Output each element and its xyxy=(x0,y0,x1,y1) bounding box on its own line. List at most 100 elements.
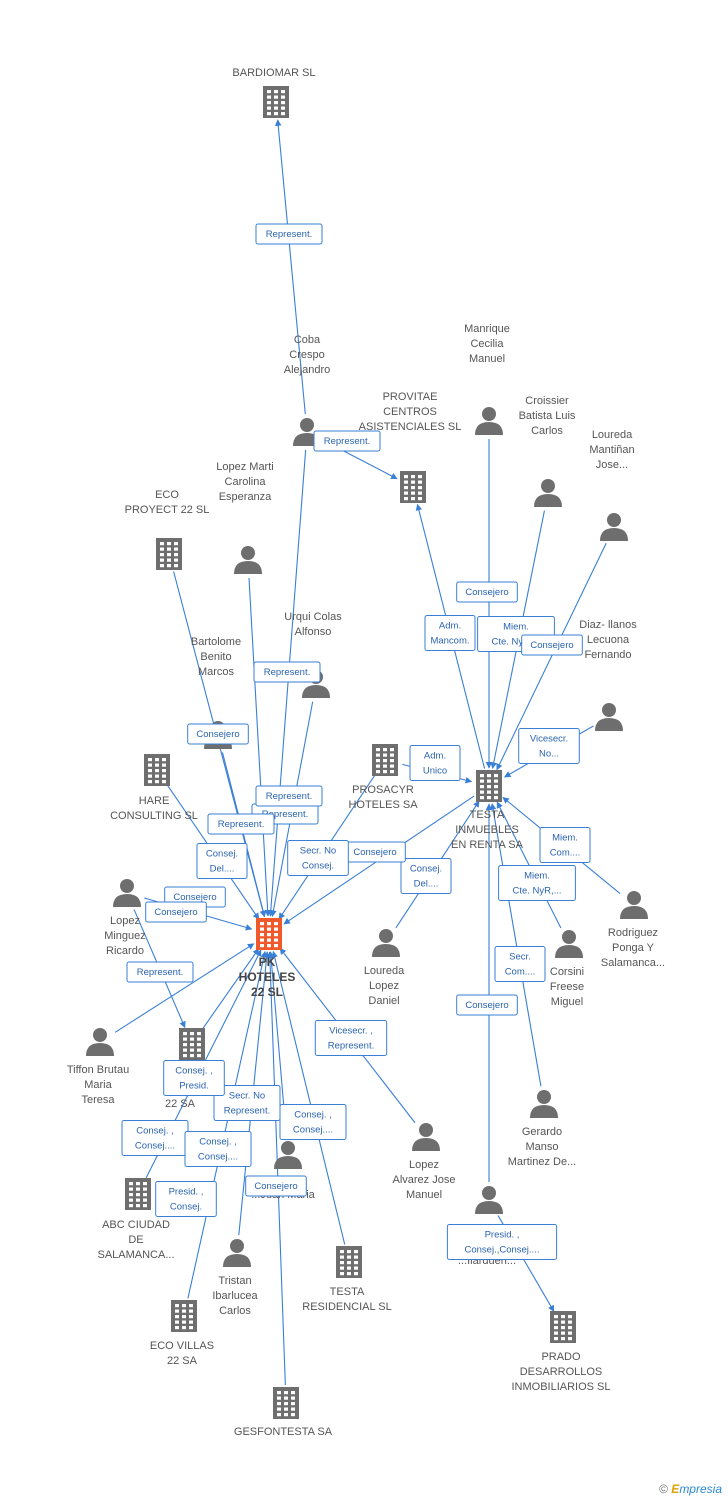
edge-label-4[interactable]: Consejero xyxy=(456,581,518,603)
building-window xyxy=(143,1204,147,1208)
building-window xyxy=(411,486,415,490)
edge-label-box xyxy=(145,901,207,923)
node-gesfontesta[interactable]: GESFONTESTA SA xyxy=(234,1387,333,1438)
person-icon xyxy=(620,891,648,919)
building-window xyxy=(404,475,408,479)
building-window xyxy=(347,1250,351,1254)
edge-label-17[interactable]: Represent. xyxy=(207,813,275,835)
building-window xyxy=(143,1193,147,1197)
edge-label-32[interactable]: Presid. ,Consej.,Consej.... xyxy=(446,1224,558,1260)
edge-label-29[interactable]: Consejero xyxy=(245,1175,307,1197)
building-window xyxy=(189,1320,193,1324)
edge-label-13[interactable]: Consej.Del.... xyxy=(400,858,452,894)
person-head xyxy=(482,407,496,421)
edge-label-28[interactable]: Consej. ,Consej.... xyxy=(279,1104,347,1140)
edge-label-text: Consejero xyxy=(173,892,216,903)
building-window xyxy=(340,1272,344,1276)
node-label: Carolina xyxy=(225,476,267,488)
building-window xyxy=(568,1320,572,1324)
building-window xyxy=(175,1315,179,1319)
edge-label-8[interactable]: Adm.Unico xyxy=(409,745,461,781)
edge-label-box xyxy=(424,615,476,651)
edge-label-7[interactable]: Vicesecr.No... xyxy=(518,728,580,764)
node-label: Rodriguez xyxy=(608,927,658,939)
edge-label-box xyxy=(255,785,323,807)
edge-label-11[interactable]: Secr.Com.... xyxy=(494,946,546,982)
edge-label-26[interactable]: Consej. ,Consej.... xyxy=(184,1131,252,1167)
edge-label-text: Represent. xyxy=(264,667,310,678)
edge-label-1[interactable]: Represent. xyxy=(313,430,381,452)
building-window xyxy=(190,1048,194,1052)
node-label: PK xyxy=(259,955,276,969)
edge-label-text: Consejero xyxy=(465,1000,508,1011)
node-bardiomar[interactable]: BARDIOMAR SL xyxy=(232,67,316,118)
edge-label-10[interactable]: Miem.Cte. NyR,... xyxy=(498,865,576,901)
node-abc[interactable]: ABC CIUDADDESALAMANCA... xyxy=(97,1178,175,1261)
empresia-credit[interactable]: © Empresia xyxy=(659,1482,722,1496)
building-window xyxy=(274,922,278,926)
edge-label-6[interactable]: Consejero xyxy=(521,634,583,656)
building-window xyxy=(284,1407,288,1411)
edge-label-3[interactable]: Adm.Mancom. xyxy=(424,615,476,651)
building-window xyxy=(183,1037,187,1041)
edge-label-21[interactable]: Consej.Del.... xyxy=(196,843,248,879)
node-label: Manuel xyxy=(469,353,505,365)
building-window xyxy=(411,491,415,495)
edge-label-30[interactable]: Consej. ,Presid. xyxy=(163,1060,225,1096)
edge-label-12[interactable]: Consejero xyxy=(456,994,518,1016)
building-window xyxy=(183,1054,187,1058)
person-body xyxy=(412,1138,440,1151)
node-loureda_m[interactable]: LouredaMantiñanJose... xyxy=(589,429,635,541)
edge-label-31[interactable]: Consejero xyxy=(145,901,207,923)
building-window xyxy=(494,796,498,800)
edge-label-20[interactable]: Consejero xyxy=(187,723,249,745)
edge-label-14[interactable]: Consejero xyxy=(344,841,406,863)
edge-label-text: Vicesecr. xyxy=(530,734,568,745)
building-window xyxy=(487,796,491,800)
edge-label-25[interactable]: Presid. ,Consej. xyxy=(155,1181,217,1217)
node-sa22[interactable]: S...22 SA xyxy=(165,1028,205,1110)
building-window xyxy=(411,497,415,501)
edge-label-18[interactable]: Represent. xyxy=(253,661,321,683)
edge-label-0[interactable]: Represent. xyxy=(255,223,323,245)
building-window xyxy=(260,927,264,931)
building-window xyxy=(561,1337,565,1341)
edge-label-23[interactable]: Represent. xyxy=(126,961,194,983)
node-label: Alvarez Jose xyxy=(393,1174,456,1186)
building-window xyxy=(554,1331,558,1335)
building-window xyxy=(568,1326,572,1330)
building-window xyxy=(383,770,387,774)
building-window xyxy=(175,1309,179,1313)
edge-label-19[interactable]: Represent. xyxy=(255,785,323,807)
node-label: Lopez xyxy=(110,915,140,927)
edge-label-9[interactable]: Miem.Com.... xyxy=(539,827,591,863)
edge-label-24[interactable]: Consej. ,Consej.... xyxy=(121,1120,189,1156)
edge-lopez_marti-to-pk xyxy=(248,577,271,917)
edge-label-box xyxy=(456,994,518,1016)
edge-label-16[interactable]: Vicesecr. ,Represent. xyxy=(314,1020,388,1056)
